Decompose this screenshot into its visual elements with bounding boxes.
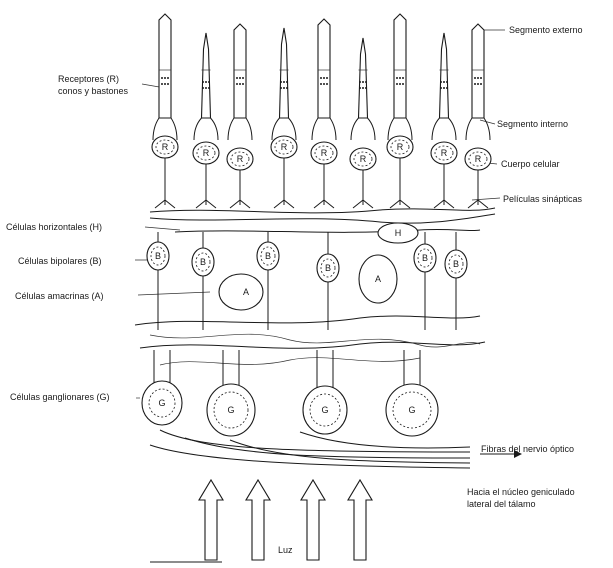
receptor-cell: R [227, 24, 253, 208]
receptor-cell: R [311, 19, 337, 208]
bipolar-cell: B [192, 232, 214, 330]
horizontal-cell: H [378, 223, 418, 243]
light-arrow [301, 480, 325, 560]
ganglion-cell-letter: G [227, 405, 234, 415]
bipolar-cell: B [317, 232, 339, 330]
ganglion-cell: G [142, 350, 182, 425]
receptor-cell: R [350, 38, 376, 208]
receptor-cell-letter: R [237, 154, 244, 164]
receptor-cell-letter: R [397, 142, 404, 152]
bipolar-cell: B [414, 232, 436, 330]
amacrine-cell-letter: A [243, 287, 249, 297]
amacrine-cells: A A [219, 255, 397, 310]
receptor-cell: R [193, 33, 219, 208]
synaptic-layer [150, 208, 495, 232]
light-arrow [246, 480, 270, 560]
receptor-cell: R [152, 14, 178, 208]
ganglion-cell: G [303, 350, 347, 434]
receptor-cell-letter: R [360, 154, 367, 164]
ganglion-cell-letter: G [408, 405, 415, 415]
light-arrow [199, 480, 223, 560]
amacrine-cell-letter: A [375, 274, 381, 284]
bipolar-cell-letter: B [422, 253, 428, 263]
light-arrows [150, 480, 372, 562]
bipolar-cells: B B B B B B [147, 232, 467, 330]
receptor-cell-letter: R [162, 142, 169, 152]
receptor-cell: R [271, 28, 297, 208]
bipolar-cell-letter: B [200, 257, 206, 267]
horizontal-cell-letter: H [395, 228, 402, 238]
inner-plexiform-layer [135, 316, 485, 365]
ganglion-cell: G [386, 350, 438, 436]
receptor-cell-letter: R [475, 154, 482, 164]
ganglion-cell-letter: G [321, 405, 328, 415]
bipolar-cell-letter: B [265, 251, 271, 261]
receptor-cell: R [431, 33, 457, 208]
bipolar-cell: B [445, 232, 467, 330]
receptor-cell-letter: R [321, 148, 328, 158]
receptor-cell: R [465, 24, 491, 208]
bipolar-cell: B [147, 232, 169, 330]
receptor-cell-letter: R [441, 148, 448, 158]
receptor-cell-letter: R [281, 142, 288, 152]
bipolar-cell: B [257, 232, 279, 330]
bipolar-cell-letter: B [453, 259, 459, 269]
optic-nerve-fibres [150, 430, 522, 468]
receptor-cell-letter: R [203, 148, 210, 158]
light-arrow [348, 480, 372, 560]
bipolar-cell-letter: B [325, 263, 331, 273]
receptor-cell: R [387, 14, 413, 208]
ganglion-cell-letter: G [158, 398, 165, 408]
bipolar-cell-letter: B [155, 251, 161, 261]
receptor-cells: R R R R R R R R R [152, 14, 491, 208]
